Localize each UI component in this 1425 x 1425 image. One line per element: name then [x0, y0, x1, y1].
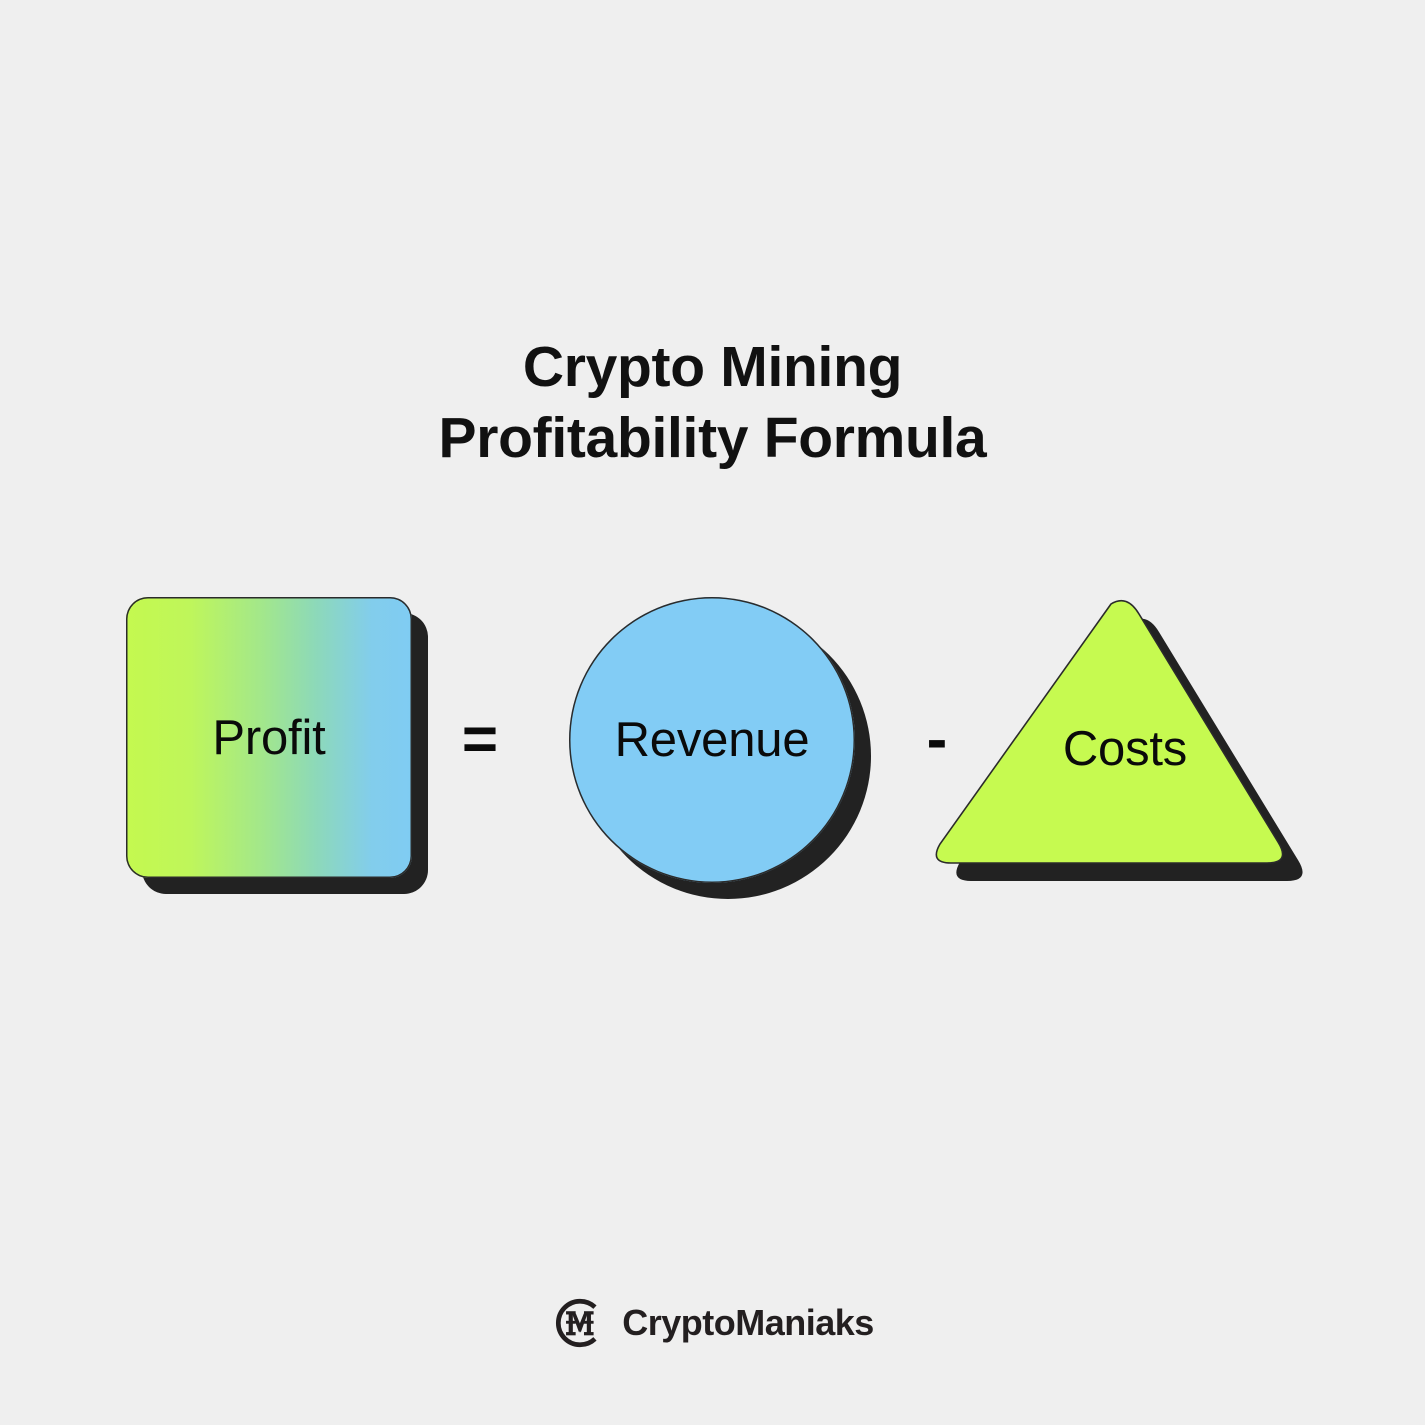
brand-name: CryptoManiaks: [622, 1302, 874, 1343]
costs-label: Costs: [1062, 722, 1188, 776]
cryptomaniaks-logo-icon: [556, 1298, 597, 1348]
costs-triangle-shape: Costs: [935, 588, 1315, 888]
equals-operator: =: [461, 705, 499, 774]
minus-operator: -: [926, 705, 948, 774]
title-line-1: Crypto Mining: [522, 335, 903, 399]
title-line-2: Profitability Formula: [438, 406, 987, 470]
profit-square-shape: Profit: [126, 597, 428, 894]
revenue-label: Revenue: [614, 713, 810, 767]
costs-triangle-svg: [935, 599, 1303, 881]
revenue-circle-face: [569, 597, 855, 883]
page-title: Crypto Mining Profitability Formula: [0, 332, 1425, 474]
profit-square-face: [126, 597, 412, 878]
brand-footer: CryptoManiaks: [0, 1292, 1425, 1354]
costs-triangle-face: [935, 599, 1284, 864]
formula-row: Profit = Revenue - Costs: [0, 560, 1425, 920]
profit-label: Profit: [212, 710, 326, 765]
revenue-circle-shape: Revenue: [569, 597, 871, 899]
